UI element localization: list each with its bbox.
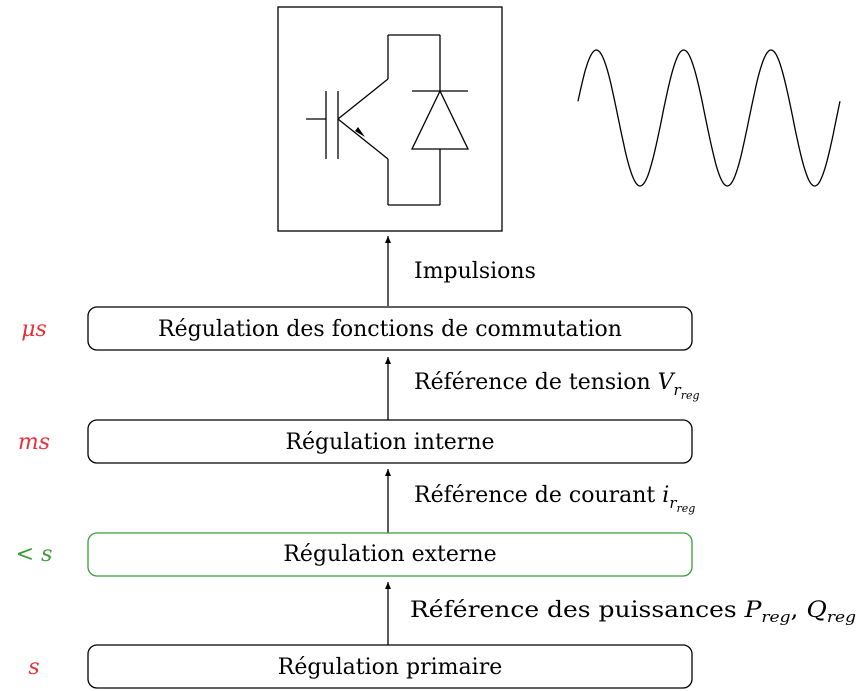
igbt-icon bbox=[306, 34, 440, 206]
timescale-label: < s bbox=[16, 542, 53, 567]
level-label: Régulation des fonctions de commutation bbox=[158, 317, 622, 342]
timescale-label: μs bbox=[21, 317, 47, 342]
impulsions-label: Impulsions bbox=[414, 259, 536, 284]
sine-wave-icon bbox=[577, 49, 841, 187]
level-box bbox=[87, 644, 693, 689]
level-box bbox=[87, 419, 693, 464]
courant-reference-label: Référence de courant irreg bbox=[414, 483, 695, 515]
converter-frame bbox=[277, 6, 503, 232]
level-box bbox=[87, 532, 693, 577]
timescale-label: s bbox=[28, 655, 39, 680]
timescale-label: ms bbox=[18, 430, 50, 455]
level-externe: < s Régulation externe bbox=[16, 532, 693, 577]
level-label: Régulation primaire bbox=[278, 655, 502, 680]
level-interne: ms Régulation interne bbox=[18, 419, 693, 464]
level-label: Régulation externe bbox=[283, 542, 496, 567]
diode-icon bbox=[410, 35, 470, 205]
level-box bbox=[87, 306, 693, 351]
tension-reference-label: Référence de tension Vrreg bbox=[414, 370, 700, 402]
level-label: Régulation interne bbox=[285, 430, 494, 455]
level-commutation: μs Régulation des fonctions de commutati… bbox=[21, 306, 693, 351]
level-primaire: s Régulation primaire bbox=[28, 644, 693, 689]
converter-block bbox=[277, 6, 503, 232]
